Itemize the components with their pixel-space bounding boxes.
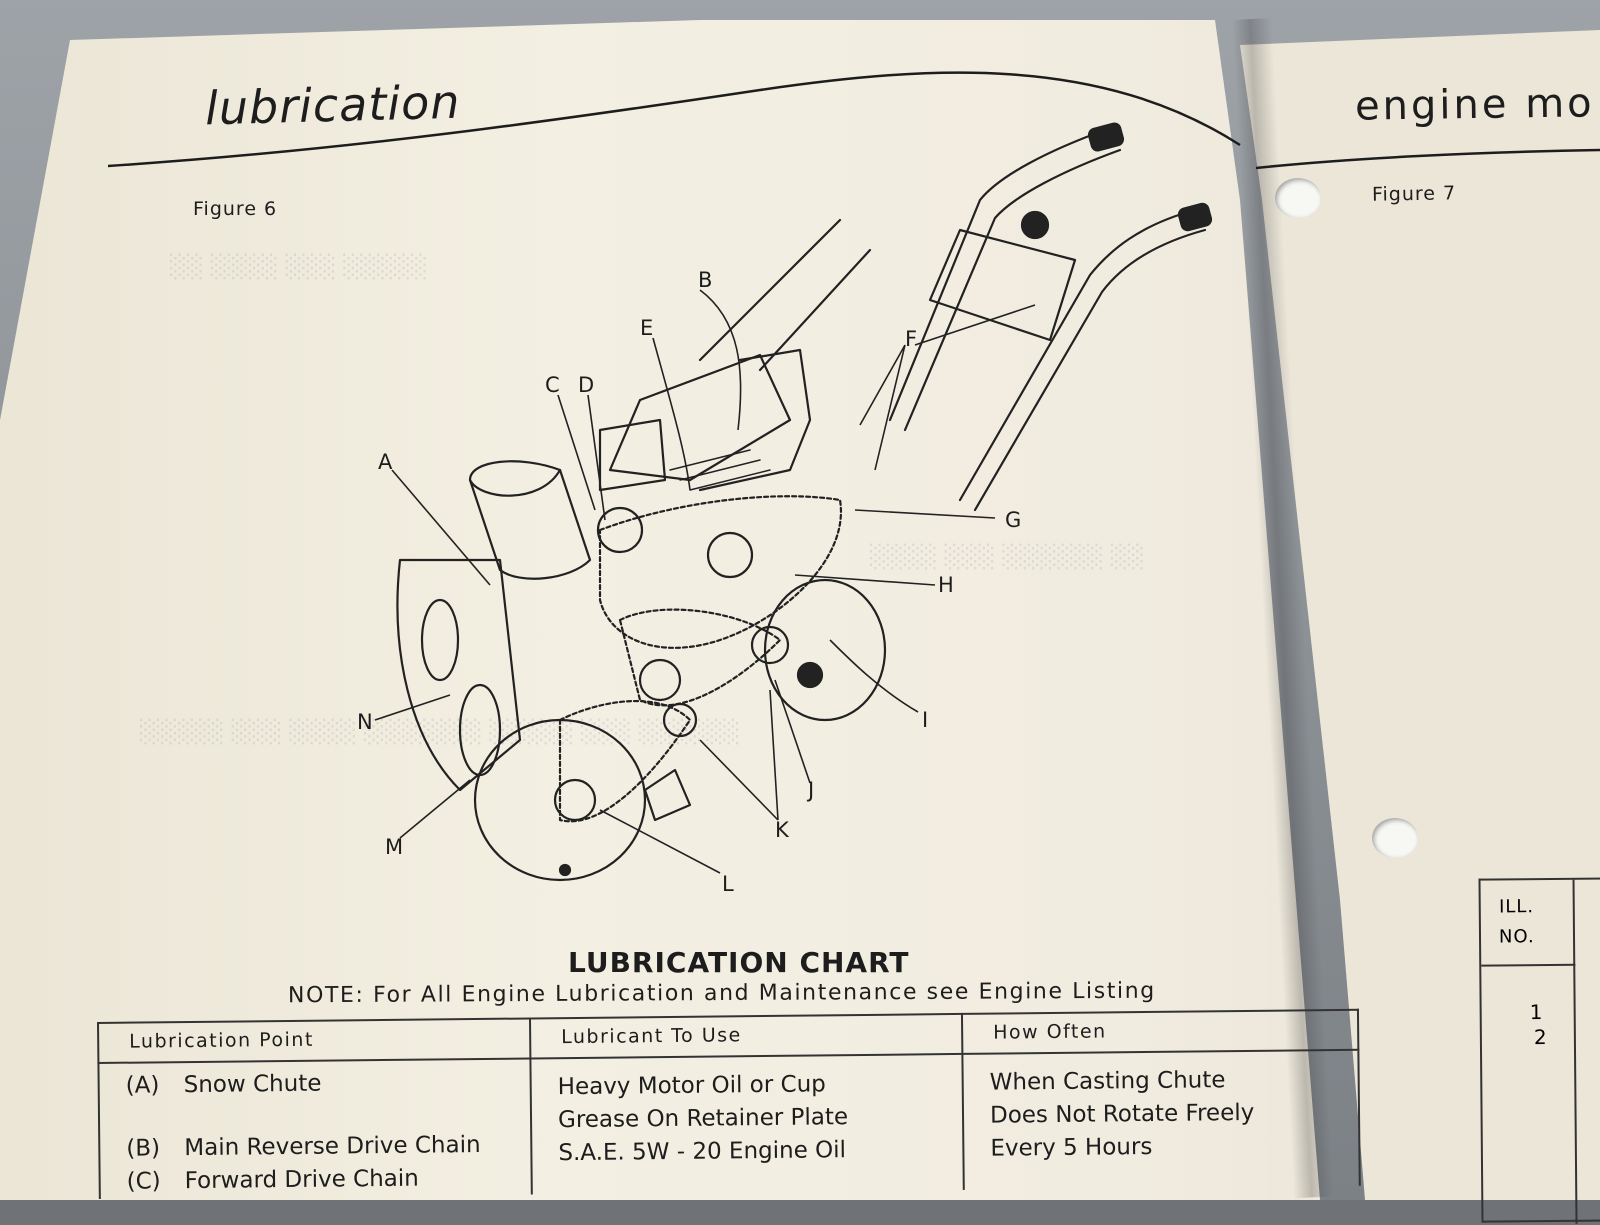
- callout-leaders: [374, 289, 1036, 874]
- bleed-through-text: ░░░░░ ░░░ ░░░░ ░░░░░░░ ░░░░░ ░░░ ░░░░░░: [140, 720, 741, 745]
- callout-e: E: [640, 316, 654, 340]
- callout-a: A: [378, 450, 393, 474]
- callout-f: F: [905, 327, 918, 351]
- chart-note: NOTE: For All Engine Lubrication and Mai…: [287, 978, 1156, 1009]
- callout-d: D: [578, 373, 595, 397]
- line-art: [107, 71, 1600, 882]
- col-header-frequency: How Often: [961, 1009, 1359, 1054]
- bleed-through-text: ░░░░ ░░░ ░░░░░░ ░░: [870, 545, 1145, 570]
- bleed-through-text: ░░ ░░░░ ░░░ ░░░░░: [170, 255, 428, 280]
- snowblower-illustration: [396, 122, 1213, 882]
- point-item: (A)Snow Chute: [125, 1070, 322, 1099]
- lubrication-point-cell: (A)Snow Chute (B)Main Reverse Drive Chai…: [98, 1058, 532, 1199]
- lubrication-table: Lubrication Point Lubricant To Use How O…: [97, 1009, 1361, 1199]
- right-page-title: engine mo: [1354, 80, 1595, 130]
- lubricant-cell: Heavy Motor Oil or Cup Grease On Retaine…: [530, 1053, 964, 1195]
- ill-row-number: 1: [1529, 1000, 1543, 1025]
- callout-l: L: [722, 872, 734, 896]
- callout-k: K: [775, 818, 789, 842]
- frequency-cell: When Casting Chute Does Not Rotate Freel…: [962, 1049, 1360, 1190]
- callout-i: I: [922, 708, 929, 732]
- col-header-lubricant: Lubricant To Use: [529, 1013, 963, 1059]
- punch-hole: [1372, 818, 1418, 858]
- col-header-point: Lubrication Point: [98, 1018, 531, 1063]
- callout-h: H: [938, 573, 954, 597]
- callout-j: J: [808, 778, 815, 802]
- point-item: (B)Main Reverse Drive Chain: [126, 1131, 481, 1162]
- chart-title: LUBRICATION CHART: [568, 946, 910, 979]
- right-page-table: ILL. NO. 1 2: [1478, 877, 1600, 1224]
- punch-hole: [1275, 178, 1321, 218]
- table-row: (A)Snow Chute (B)Main Reverse Drive Chai…: [98, 1049, 1360, 1199]
- figure-7-label: Figure 7: [1371, 182, 1457, 206]
- ill-row-number: 2: [1533, 1025, 1547, 1050]
- point-item: (C)Forward Drive Chain: [126, 1165, 419, 1195]
- callout-n: N: [357, 710, 373, 734]
- callout-b: B: [698, 268, 713, 292]
- callout-m: M: [385, 835, 404, 859]
- section-title: lubrication: [204, 74, 462, 136]
- callout-c: C: [545, 373, 560, 397]
- ill-no-header: ILL. NO.: [1480, 879, 1576, 967]
- figure-6-label: Figure 6: [193, 198, 278, 220]
- callout-g: G: [1005, 508, 1022, 532]
